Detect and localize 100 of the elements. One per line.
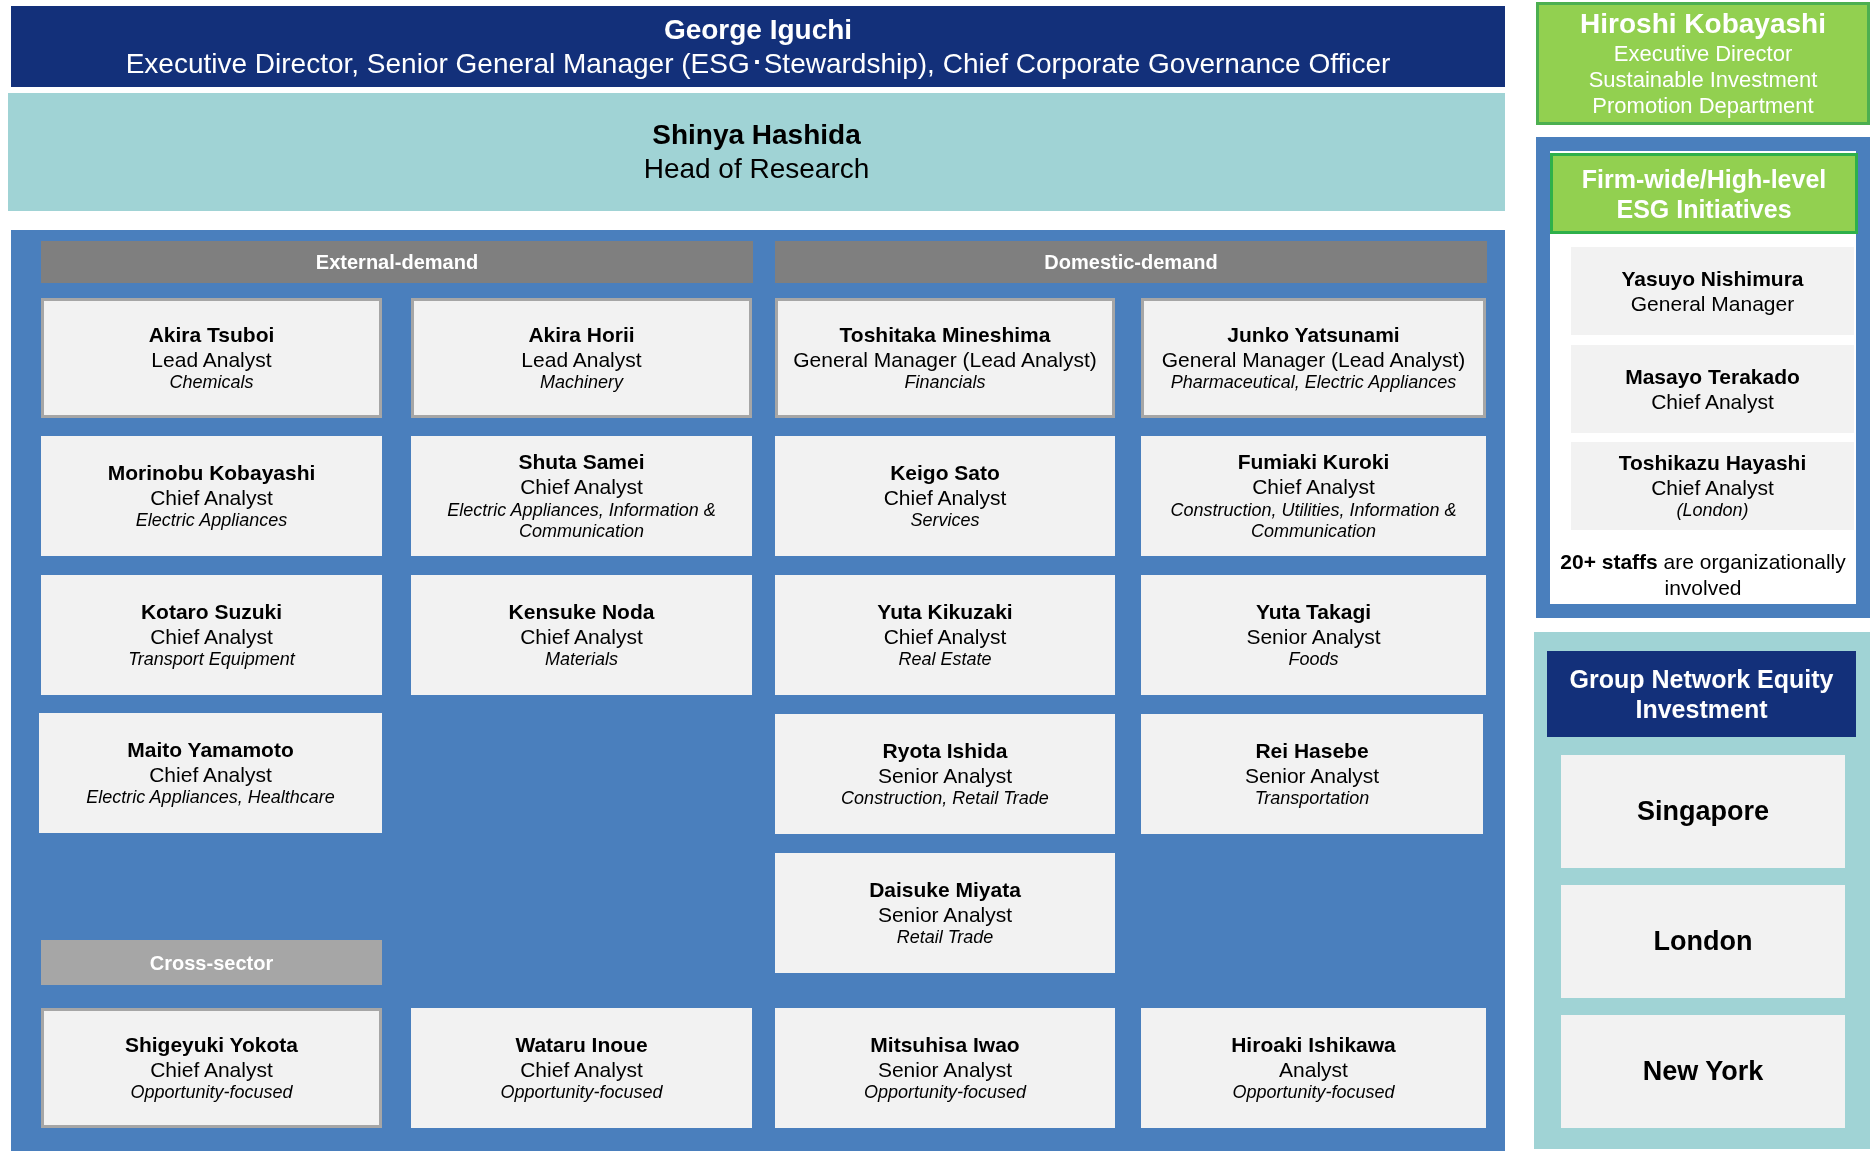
name-text: Maito Yamamoto [126, 737, 295, 763]
section-header: Domestic-demand [775, 241, 1487, 283]
sector-text: Electric Appliances, Healthcare [85, 787, 336, 809]
name-text: Daisuke Miyata [868, 877, 1022, 903]
sector-text: Transport Equipment [127, 649, 297, 671]
sector-text: Transportation [1253, 788, 1371, 810]
sector-text: Real Estate [897, 649, 993, 671]
section-header: Firm-wide/High-level ESG Initiatives [1550, 153, 1858, 234]
title-text: Chief Analyst [519, 474, 644, 500]
analyst-card [411, 575, 752, 695]
title-text: Chief Analyst [1251, 474, 1376, 500]
name-text: Rei Hasebe [1254, 738, 1370, 764]
sector-text: Foods [1287, 649, 1340, 671]
title-text: General Manager (Lead Analyst) [792, 347, 1098, 373]
name-text: Wataru Inoue [514, 1032, 649, 1058]
name-text: Ryota Ishida [881, 738, 1009, 764]
head-banner [8, 93, 1505, 211]
title-text: Senior Analyst [1243, 763, 1381, 789]
title-text: Chief Analyst [519, 624, 644, 650]
analyst-card [775, 298, 1115, 418]
sector-text: Financials [903, 372, 987, 394]
name-text: Masayo Terakado [1624, 363, 1801, 389]
sector-text: Services [909, 510, 981, 532]
title-text: Senior Analyst [876, 1057, 1014, 1083]
region-card: Singapore [1561, 755, 1845, 868]
sector-text: Chemicals [168, 372, 255, 394]
sector-text: Machinery [539, 372, 625, 394]
analyst-card [775, 436, 1115, 556]
name-text: Hiroshi Kobayashi [1579, 7, 1827, 41]
analyst-card [775, 714, 1115, 834]
role-text: Head of Research [642, 152, 871, 186]
name-text: Mitsuhisa Iwao [869, 1032, 1021, 1058]
name-text: Kotaro Suzuki [139, 599, 284, 625]
title-text: Chief Analyst [149, 485, 274, 511]
analyst-card [775, 1008, 1115, 1128]
name-text: Akira Tsuboi [147, 322, 276, 348]
title-text: Senior Analyst [876, 763, 1014, 789]
title-text: Chief Analyst [519, 1057, 644, 1083]
name-text: Toshitaka Mineshima [838, 322, 1052, 348]
sector-text: (London) [1675, 500, 1750, 522]
analyst-card [41, 1008, 382, 1128]
name-text: Shigeyuki Yokota [123, 1032, 300, 1058]
sector-text: Retail Trade [895, 927, 995, 949]
title-text: Lead Analyst [150, 347, 273, 373]
analyst-card [1141, 298, 1486, 418]
sector-text: Opportunity-focused [1231, 1082, 1396, 1104]
name-text: Hiroaki Ishikawa [1230, 1032, 1397, 1058]
title-text: Chief Analyst [148, 762, 273, 788]
role-text: Sustainable Investment Promotion Department [1587, 67, 1819, 120]
sector-text: Construction, Utilities, Information & Communication [1169, 499, 1458, 543]
name-text: Yasuyo Nishimura [1620, 265, 1805, 291]
analyst-card [775, 853, 1115, 973]
name-text: George Iguchi [662, 12, 854, 47]
section-header: Cross-sector [41, 940, 382, 985]
title-text: Chief Analyst [149, 624, 274, 650]
analyst-card [411, 436, 752, 556]
network-panel [1534, 632, 1870, 1149]
director-box [1536, 2, 1870, 125]
executive-banner [11, 6, 1505, 87]
region-card: New York [1561, 1015, 1845, 1128]
section-header: Group Network Equity Investment [1547, 651, 1856, 737]
title-text: Analyst [1278, 1057, 1349, 1083]
role-text: Executive Director, Senior General Manager (ESG･Stewardship), Chief Corporate Governance Officer [124, 46, 1392, 81]
analyst-card [39, 713, 382, 833]
team-panel [11, 230, 1505, 1151]
analyst-card [775, 575, 1115, 695]
name-text: Shinya Hashida [651, 118, 862, 152]
analyst-card [411, 298, 752, 418]
sector-text: Construction, Retail Trade [840, 788, 1050, 810]
analyst-card [1141, 575, 1486, 695]
analyst-card [1141, 714, 1483, 834]
analyst-card [411, 1008, 752, 1128]
title-text: Chief Analyst [882, 624, 1008, 650]
sector-text: Pharmaceutical, Electric Appliances [1169, 372, 1458, 394]
role-text: Executive Director [1612, 40, 1794, 68]
region-card: London [1561, 885, 1845, 998]
initiative-panel [1536, 137, 1870, 618]
analyst-card [1141, 436, 1486, 556]
name-text: Yuta Takagi [1254, 599, 1373, 625]
title-text: Chief Analyst [882, 485, 1008, 511]
title-text: Senior Analyst [1245, 624, 1382, 650]
name-text: Fumiaki Kuroki [1236, 449, 1391, 475]
title-text: General Manager (Lead Analyst) [1160, 347, 1467, 373]
section-header: External-demand [41, 241, 753, 283]
name-text: Toshikazu Hayashi [1617, 450, 1808, 476]
analyst-card [41, 436, 382, 556]
title-text: Chief Analyst [1650, 475, 1775, 501]
analyst-card [1141, 1008, 1486, 1128]
analyst-card [41, 575, 382, 695]
sector-text: Materials [544, 649, 619, 671]
name-text: Akira Horii [527, 322, 636, 348]
name-text: Kensuke Noda [507, 599, 656, 625]
sector-text: Electric Appliances [134, 510, 289, 532]
analyst-card [41, 298, 382, 418]
title-text: Chief Analyst [1650, 389, 1775, 415]
title-text: Lead Analyst [520, 347, 643, 373]
name-text: Shuta Samei [517, 449, 646, 475]
title-text: General Manager [1629, 291, 1796, 317]
title-text: Chief Analyst [149, 1057, 274, 1083]
sector-text: Opportunity-focused [129, 1082, 294, 1104]
